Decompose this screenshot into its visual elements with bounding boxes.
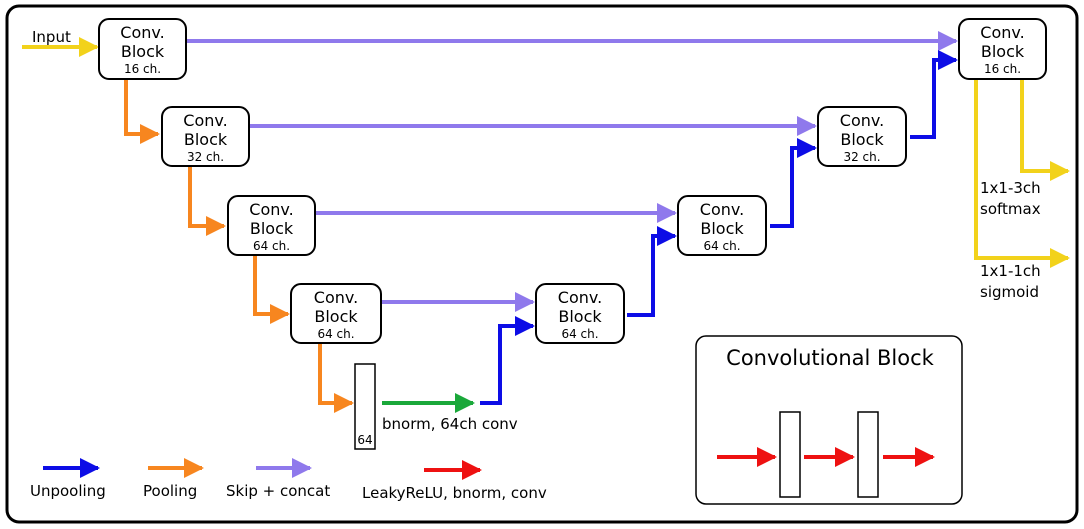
svg-text:Block: Block — [314, 307, 358, 326]
conv-block-dec-1: Conv. Block 64 ch. — [535, 283, 625, 344]
unpool-arrow-4 — [910, 50, 958, 139]
input-label: Input — [32, 28, 71, 46]
svg-text:64 ch.: 64 ch. — [317, 327, 354, 341]
svg-text:Conv.: Conv. — [249, 200, 293, 219]
svg-text:Conv.: Conv. — [558, 288, 602, 307]
svg-text:Block: Block — [184, 130, 228, 149]
conv-block-inset: Convolutional Block — [695, 335, 963, 505]
inset-layer-1 — [779, 411, 801, 498]
inset-layer-2 — [857, 411, 879, 498]
unpool-arrow-3 — [770, 138, 817, 228]
svg-text:Block: Block — [840, 130, 884, 149]
svg-text:Conv.: Conv. — [700, 200, 744, 219]
pool-arrow-2 — [188, 166, 226, 236]
conv-block-enc-4: Conv. Block 64 ch. — [290, 283, 382, 344]
svg-text:32 ch.: 32 ch. — [187, 150, 224, 164]
pool-arrow-3 — [253, 253, 290, 324]
svg-text:64 ch.: 64 ch. — [253, 239, 290, 253]
svg-text:Block: Block — [981, 42, 1025, 61]
conv-block-enc-2: Conv. Block 32 ch. — [161, 106, 250, 167]
svg-text:16 ch.: 16 ch. — [124, 62, 161, 76]
softmax-label-line2: softmax — [980, 200, 1041, 218]
sigmoid-label-line1: 1x1-1ch — [980, 262, 1041, 280]
svg-text:Conv.: Conv. — [980, 23, 1024, 42]
pool-arrow-4 — [318, 343, 354, 413]
svg-text:32 ch.: 32 ch. — [843, 150, 880, 164]
svg-text:Conv.: Conv. — [840, 111, 884, 130]
conv-block-dec-4: Conv. Block 16 ch. — [958, 18, 1047, 80]
svg-text:Block: Block — [700, 219, 744, 238]
bnorm-conv-label: bnorm, 64ch conv — [382, 415, 518, 433]
unpool-arrow-1 — [480, 316, 535, 405]
svg-text:64 ch.: 64 ch. — [703, 239, 740, 253]
softmax-label-line1: 1x1-3ch — [980, 179, 1041, 197]
bottleneck-bar — [354, 363, 376, 450]
svg-text:64 ch.: 64 ch. — [561, 327, 598, 341]
conv-block-dec-3: Conv. Block 32 ch. — [817, 106, 907, 167]
pool-arrow-1 — [124, 79, 160, 144]
legend-skip-label: Skip + concat — [226, 482, 330, 500]
svg-text:Block: Block — [558, 307, 602, 326]
output-arrow-sigmoid — [974, 80, 1070, 268]
conv-block-enc-1: Conv. Block 16 ch. — [98, 18, 187, 80]
svg-text:Conv.: Conv. — [120, 23, 164, 42]
legend-conv-label: LeakyReLU, bnorm, conv — [362, 484, 547, 502]
sigmoid-label-line2: sigmoid — [980, 283, 1039, 301]
legend-pool-label: Pooling — [143, 482, 197, 500]
svg-text:Conv.: Conv. — [183, 111, 227, 130]
conv-block-dec-2: Conv. Block 64 ch. — [677, 195, 767, 256]
unpool-arrow-2 — [627, 226, 677, 317]
svg-text:Conv.: Conv. — [314, 288, 358, 307]
output-arrow-softmax — [1020, 80, 1070, 181]
svg-text:Block: Block — [121, 42, 165, 61]
bottleneck-label: 64 — [357, 433, 372, 447]
svg-text:16 ch.: 16 ch. — [984, 62, 1021, 76]
legend-unpool-label: Unpooling — [30, 482, 106, 500]
conv-block-enc-3: Conv. Block 64 ch. — [227, 195, 316, 256]
svg-text:Block: Block — [250, 219, 294, 238]
inset-title: Convolutional Block — [726, 346, 934, 370]
